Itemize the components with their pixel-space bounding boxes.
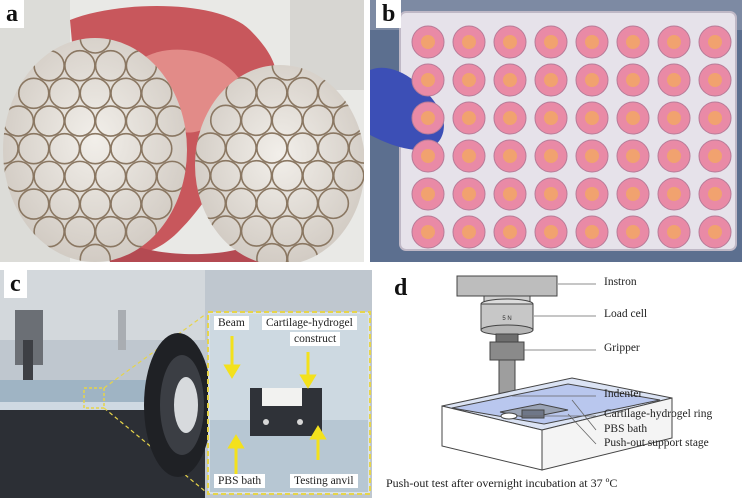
construct-tag-line1: Cartilage-hydrogel bbox=[262, 316, 357, 330]
well-sample bbox=[503, 73, 517, 87]
well-sample bbox=[708, 187, 722, 201]
well-sample bbox=[462, 225, 476, 239]
well-sample bbox=[462, 111, 476, 125]
well-sample bbox=[544, 111, 558, 125]
well-sample bbox=[503, 35, 517, 49]
well-sample bbox=[667, 187, 681, 201]
cartilage-core-circle bbox=[140, 77, 173, 110]
cartilage-core-circle bbox=[140, 132, 173, 165]
well-sample bbox=[626, 149, 640, 163]
well-sample bbox=[585, 73, 599, 87]
panel-d-schematic: 5 N d Instron Load cell Gripper Indenter… bbox=[372, 270, 742, 498]
test-setup-illustration bbox=[0, 270, 372, 498]
panel-b-label: b bbox=[376, 0, 402, 28]
well-sample bbox=[708, 149, 722, 163]
well-sample bbox=[544, 73, 558, 87]
well-sample bbox=[708, 73, 722, 87]
panel-b-photo: b bbox=[370, 0, 742, 262]
well-sample bbox=[708, 111, 722, 125]
cartilage-core-circle bbox=[302, 215, 334, 247]
well-sample bbox=[544, 149, 558, 163]
well-sample bbox=[667, 149, 681, 163]
panel-d-label: d bbox=[388, 274, 414, 302]
well-sample bbox=[462, 149, 476, 163]
well-sample bbox=[667, 225, 681, 239]
well-sample bbox=[667, 111, 681, 125]
well-sample bbox=[708, 225, 722, 239]
well-sample bbox=[585, 149, 599, 163]
well-sample bbox=[626, 187, 640, 201]
cartilage-core-circle bbox=[79, 38, 112, 54]
well-sample bbox=[585, 111, 599, 125]
panel-a-label: a bbox=[0, 0, 24, 28]
stage-label: Push-out support stage bbox=[604, 437, 709, 449]
instron-label: Instron bbox=[604, 276, 637, 288]
well-sample bbox=[503, 187, 517, 201]
well-sample bbox=[708, 35, 722, 49]
panel-c-label: c bbox=[4, 270, 27, 298]
cartilage-core-circle bbox=[79, 243, 112, 262]
well-sample bbox=[626, 73, 640, 87]
cartilage-core-circle bbox=[156, 160, 187, 193]
cartilage-core-circle bbox=[332, 159, 364, 192]
cartilage-core-circle bbox=[125, 215, 158, 248]
pbs-bath-tag: PBS bath bbox=[214, 474, 266, 488]
joint-photo-illustration bbox=[0, 0, 364, 262]
well-sample bbox=[421, 35, 435, 49]
cartilage-core-circle bbox=[271, 65, 304, 81]
well-sample bbox=[462, 187, 476, 201]
well-sample bbox=[667, 73, 681, 87]
well-sample bbox=[544, 225, 558, 239]
well-sample bbox=[503, 111, 517, 125]
well-sample bbox=[544, 187, 558, 201]
panel-d-caption: Push-out test after overnight incubation… bbox=[386, 476, 618, 490]
push-out-schematic: 5 N bbox=[441, 275, 673, 471]
well-sample bbox=[585, 225, 599, 239]
ring-label: Cartilage-hydrogel ring bbox=[604, 408, 713, 420]
load-cell-label: Load cell bbox=[604, 308, 648, 320]
well-sample bbox=[626, 111, 640, 125]
well-sample bbox=[626, 225, 640, 239]
testing-anvil-tag: Testing anvil bbox=[290, 474, 358, 488]
beam-tag: Beam bbox=[214, 316, 249, 330]
gripper-label: Gripper bbox=[604, 342, 640, 354]
cartilage-core-circle bbox=[156, 105, 187, 137]
well-sample bbox=[585, 35, 599, 49]
cartilage-core-circle bbox=[317, 187, 350, 220]
load-cell-text: 5 N bbox=[502, 316, 511, 322]
panel-c-photo: c Beam Cartilage-hydrogel construct PBS … bbox=[0, 270, 372, 498]
well-sample bbox=[421, 111, 435, 125]
well-plate-illustration bbox=[370, 0, 742, 262]
well-sample bbox=[503, 225, 517, 239]
well-sample bbox=[626, 35, 640, 49]
well-sample bbox=[421, 73, 435, 87]
construct-tag-line2: construct bbox=[290, 332, 341, 346]
well-sample bbox=[462, 35, 476, 49]
well-sample bbox=[585, 187, 599, 201]
pbs-bath-label: PBS bath bbox=[604, 423, 648, 435]
cartilage-core-circle bbox=[348, 132, 364, 164]
well-sample bbox=[667, 35, 681, 49]
panel-a-photo: a bbox=[0, 0, 364, 262]
well-sample bbox=[544, 35, 558, 49]
well-sample bbox=[462, 73, 476, 87]
well-sample bbox=[421, 225, 435, 239]
well-sample bbox=[421, 149, 435, 163]
well-sample bbox=[503, 149, 517, 163]
cartilage-core-circle bbox=[140, 188, 173, 220]
indenter-label: Indenter bbox=[604, 388, 643, 400]
well-sample bbox=[421, 187, 435, 201]
